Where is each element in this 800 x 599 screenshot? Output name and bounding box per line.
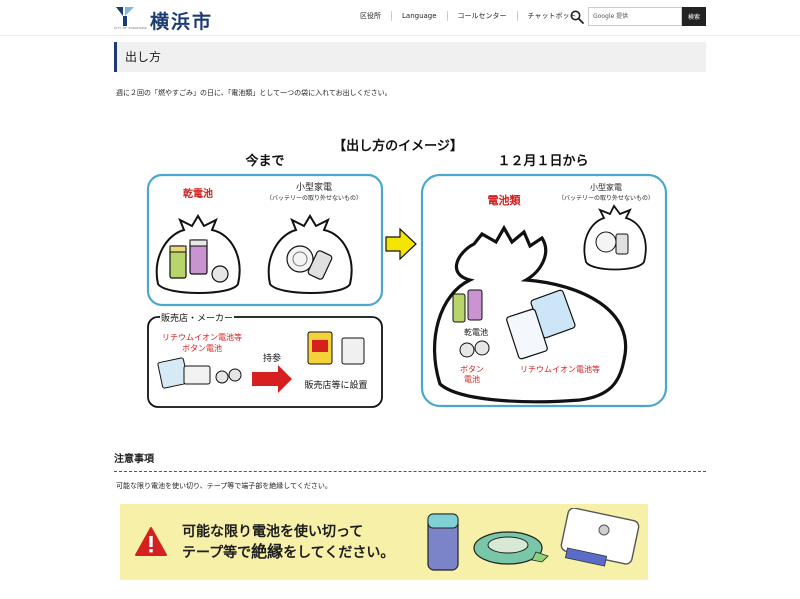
before-appliance-label: 小型家電 — [296, 181, 332, 193]
banner-line-2-c: をしてください。 — [283, 545, 395, 561]
search-button[interactable]: 検索 — [682, 7, 706, 26]
dry-battery-bag — [155, 214, 241, 294]
nav-item-chatbot[interactable]: チャットボット — [516, 11, 587, 21]
after-label: １２月１日から — [497, 154, 588, 169]
retailer-items-1: リチウムイオン電池等 — [162, 332, 242, 342]
search-input[interactable] — [588, 7, 682, 26]
right-arrow-icon — [252, 365, 292, 393]
search-icon[interactable] — [570, 9, 584, 24]
nav-item-language[interactable]: Language — [391, 11, 447, 21]
yokohama-logo-icon: CITY OF YOKOHAMA — [114, 5, 147, 31]
retailer-batteries — [157, 357, 242, 389]
retailer-box-label: 販売店等に設置 — [304, 379, 367, 391]
after-appliance-label: 小型家電 — [590, 182, 622, 192]
warning-icon — [135, 527, 167, 556]
after-appliance-note: （バッテリーの取り外せないもの） — [558, 194, 654, 202]
banner-line-1: 可能な限り電池を使い切って — [182, 524, 364, 540]
caution-heading: 注意事項 — [114, 450, 706, 472]
bring-label: 持参 — [263, 352, 281, 364]
site-logo[interactable]: CITY OF YOKOHAMA 横浜市 — [114, 5, 213, 34]
taped-batteries-illustration — [427, 508, 640, 571]
collection-boxes — [307, 331, 365, 365]
before-battery-label: 乾電池 — [183, 187, 213, 200]
global-nav: 区役所 Language コールセンター チャットボット — [360, 11, 586, 21]
before-label: 今まで — [244, 153, 284, 169]
page-title: 出し方 — [125, 50, 162, 64]
site-header: CITY OF YOKOHAMA 横浜市 区役所 Language コールセンタ… — [0, 0, 800, 36]
after-item-button-1: ボタン — [460, 365, 484, 374]
transition-arrow-icon — [385, 227, 417, 261]
after-appliance-bag — [583, 204, 647, 271]
caution-body: 可能な限り電池を使い切り、テープ等で端子部を絶縁してください。 — [116, 482, 332, 490]
banner-line-2-b: 絶縁 — [251, 542, 284, 561]
battery-bag — [432, 224, 628, 404]
banner-line-2-a: テープ等で — [182, 545, 252, 561]
after-item-lithium: リチウムイオン電池等 — [520, 364, 600, 374]
lead-text: 週に２回の「燃やすごみ」の日に、「電池類」として一つの袋に入れてお出しください。 — [116, 89, 392, 97]
insulation-banner: 可能な限り電池を使い切って テープ等で絶縁をしてください。 — [120, 504, 648, 580]
retailer-items-2: ボタン電池 — [182, 343, 222, 353]
after-item-dry: 乾電池 — [464, 327, 488, 337]
small-appliance-bag — [267, 214, 353, 294]
logo-subtext: CITY OF YOKOHAMA — [114, 26, 147, 30]
nav-item-call-center[interactable]: コールセンター — [446, 11, 517, 21]
illustration-heading: 【出し方のイメージ】 — [333, 138, 463, 154]
after-item-button-2: 電池 — [464, 374, 480, 384]
nav-item-ward-office[interactable]: 区役所 — [360, 12, 381, 20]
after-bag-label: 電池類 — [488, 193, 522, 207]
banner-text: 可能な限り電池を使い切って テープ等で絶縁をしてください。 — [182, 523, 394, 563]
page-title-bar: 出し方 — [114, 42, 706, 72]
banner-line-2: テープ等で絶縁をしてください。 — [182, 542, 394, 563]
before-appliance-note: （バッテリーの取り外せないもの） — [266, 194, 362, 202]
disposal-illustration: 【出し方のイメージ】 今まで １２月１日から 乾電池 小型家電 （バッテリーの取… — [146, 138, 668, 408]
retailer-title: 販売店・メーカー — [161, 312, 233, 324]
logo-text: 横浜市 — [150, 11, 214, 33]
